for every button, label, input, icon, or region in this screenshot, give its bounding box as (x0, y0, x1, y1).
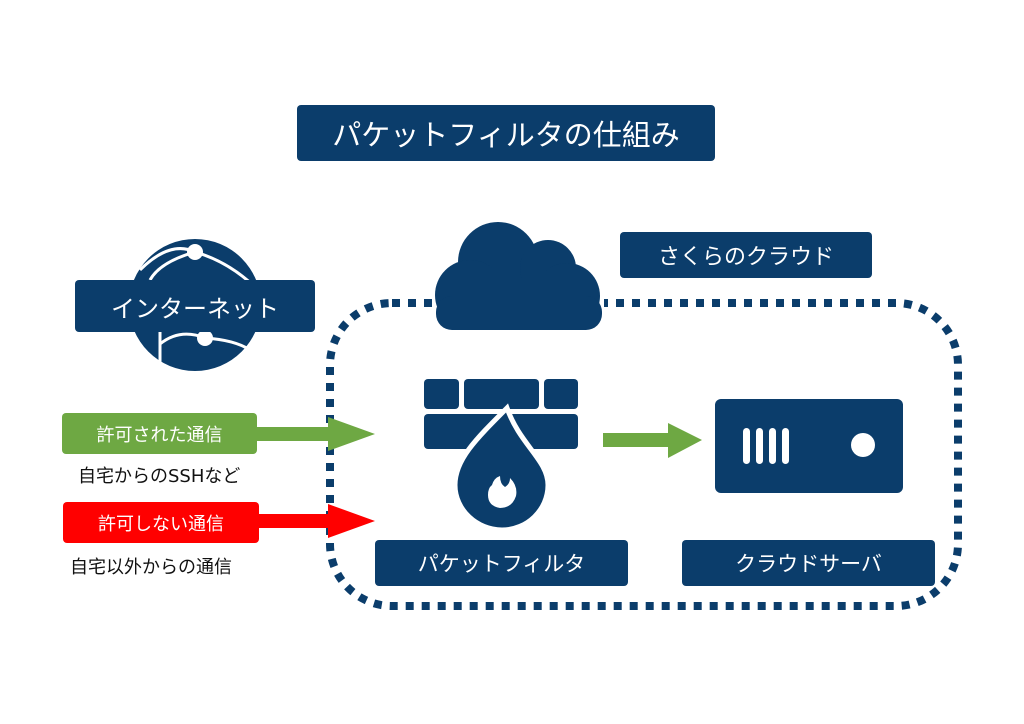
allowed-traffic-label: 許可された通信 (62, 413, 257, 454)
cloud-icon (432, 222, 604, 332)
denied-traffic-label: 許可しない通信 (63, 502, 259, 543)
allowed-traffic-caption: 自宅からのSSHなど (78, 466, 241, 487)
internet-label: インターネット (75, 280, 315, 332)
cloud-server-label: クラウドサーバ (682, 540, 935, 586)
allowed-arrow (250, 417, 375, 451)
denied-arrow (252, 504, 375, 538)
packet-filter-label: パケットフィルタ (375, 540, 628, 586)
firewall-icon (424, 379, 578, 533)
cloud-label: さくらのクラウド (620, 232, 872, 278)
filter-to-server-arrow (603, 423, 702, 458)
cloud-boundary (326, 299, 962, 610)
server-icon (715, 399, 903, 493)
page-title: パケットフィルタの仕組み (297, 105, 715, 161)
denied-traffic-caption: 自宅以外からの通信 (70, 557, 232, 578)
